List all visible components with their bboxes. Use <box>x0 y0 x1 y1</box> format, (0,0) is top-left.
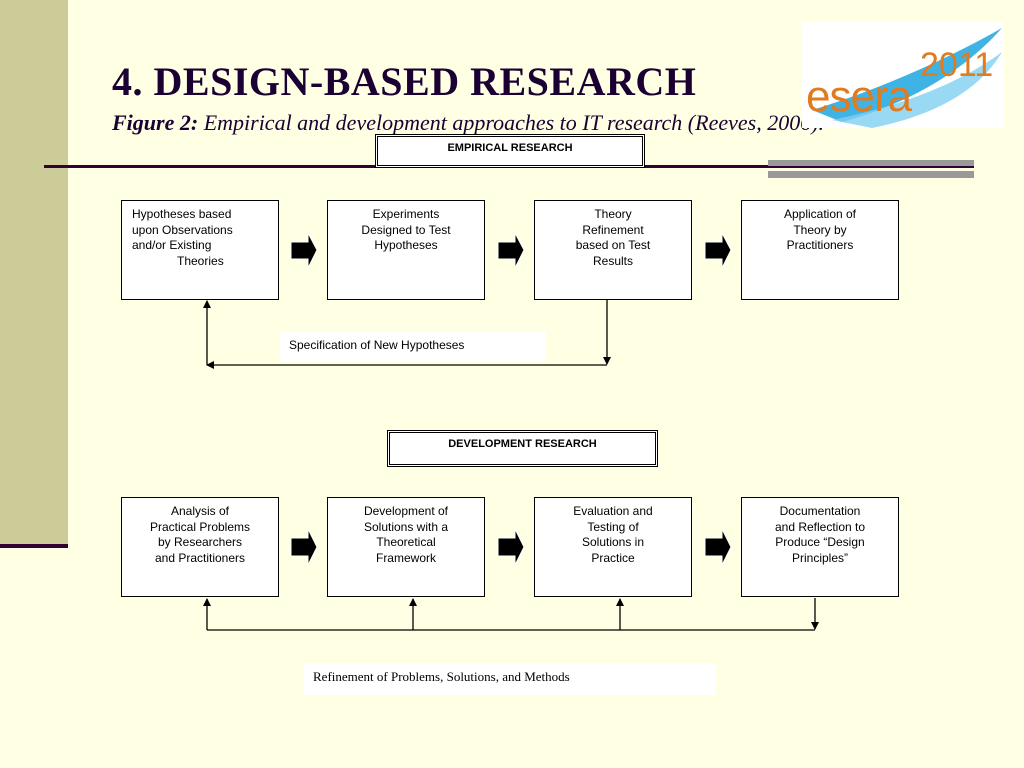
step-line: Practice <box>591 550 635 565</box>
flow-arrow-icon <box>290 232 318 269</box>
step-line: based on Test <box>575 238 651 252</box>
step-line: Solutions in <box>581 535 645 549</box>
empirical-step-3: Theory Refinement based on Test Results <box>534 200 692 300</box>
step-line: Framework <box>375 550 436 565</box>
empirical-research-heading: EMPIRICAL RESEARCH <box>375 134 645 168</box>
step-line: Experiments <box>372 207 440 221</box>
flow-arrow-icon <box>290 528 318 566</box>
step-line: Application of <box>783 207 857 221</box>
sidebar-rule <box>0 544 68 548</box>
step-line: Documentation <box>779 504 861 518</box>
slide-title: 4. DESIGN-BASED RESEARCH <box>112 59 697 104</box>
step-line: Theory by <box>793 222 847 237</box>
step-line: Testing of <box>587 519 639 534</box>
step-line: Designed to Test <box>361 222 451 237</box>
development-feedback-loop <box>203 598 819 631</box>
step-line: Theory <box>594 207 632 221</box>
development-step-4: Documentation and Reflection to Produce … <box>741 497 899 597</box>
accent-bar-bottom <box>768 171 974 178</box>
step-line: Refinement <box>582 222 644 237</box>
step-line: Theories <box>177 253 224 268</box>
empirical-feedback-loop <box>203 300 611 369</box>
step-line: and/or Existing <box>132 238 212 252</box>
step-line: Hypotheses based <box>132 207 232 221</box>
step-line: Practitioners <box>786 238 854 252</box>
logo-swoosh-icon <box>812 28 1002 128</box>
step-line: Theoretical <box>376 535 436 549</box>
step-line: Practical Problems <box>149 519 251 534</box>
flow-arrow-icon <box>497 232 525 269</box>
step-line: and Reflection to <box>774 519 866 534</box>
step-line: Hypotheses <box>374 238 438 252</box>
step-line: Results <box>592 253 633 268</box>
esera-logo: esera 2011 <box>802 22 1004 128</box>
development-research-heading: DEVELOPMENT RESEARCH <box>387 430 658 467</box>
flow-arrow-icon <box>704 528 732 566</box>
logo-word: esera <box>806 72 912 121</box>
step-line: by Researchers <box>157 535 243 549</box>
development-step-3: Evaluation and Testing of Solutions in P… <box>534 497 692 597</box>
flow-arrow-icon <box>497 528 525 566</box>
empirical-step-2: Experiments Designed to Test Hypotheses <box>327 200 485 300</box>
figure-label: Figure 2: <box>112 110 199 135</box>
sidebar-band <box>0 0 68 548</box>
step-line: Solutions with a <box>363 519 449 534</box>
empirical-feedback-label: Specification of New Hypotheses <box>280 332 546 362</box>
step-line: and Practitioners <box>154 550 246 565</box>
flow-arrow-icon <box>704 232 732 269</box>
figure-caption-text: Empirical and development approaches to … <box>198 110 825 135</box>
development-feedback-label: Refinement of Problems, Solutions, and M… <box>304 663 716 695</box>
empirical-step-1: Hypotheses based upon Observations and/o… <box>121 200 279 300</box>
logo-year: 2011 <box>920 46 994 84</box>
development-heading-text: DEVELOPMENT RESEARCH <box>448 438 597 450</box>
step-line: Evaluation and <box>573 504 653 518</box>
accent-bar-top <box>768 160 974 166</box>
step-line: Analysis of <box>170 504 230 518</box>
development-step-2: Development of Solutions with a Theoreti… <box>327 497 485 597</box>
step-line: upon Observations <box>132 222 233 237</box>
step-line: Produce “Design <box>775 535 865 549</box>
development-step-1: Analysis of Practical Problems by Resear… <box>121 497 279 597</box>
empirical-step-4: Application of Theory by Practitioners <box>741 200 899 300</box>
step-line: Principles” <box>791 550 848 565</box>
figure-caption: Figure 2: Empirical and development appr… <box>112 110 824 136</box>
empirical-heading-text: EMPIRICAL RESEARCH <box>447 142 573 154</box>
step-line: Development of <box>363 504 449 518</box>
